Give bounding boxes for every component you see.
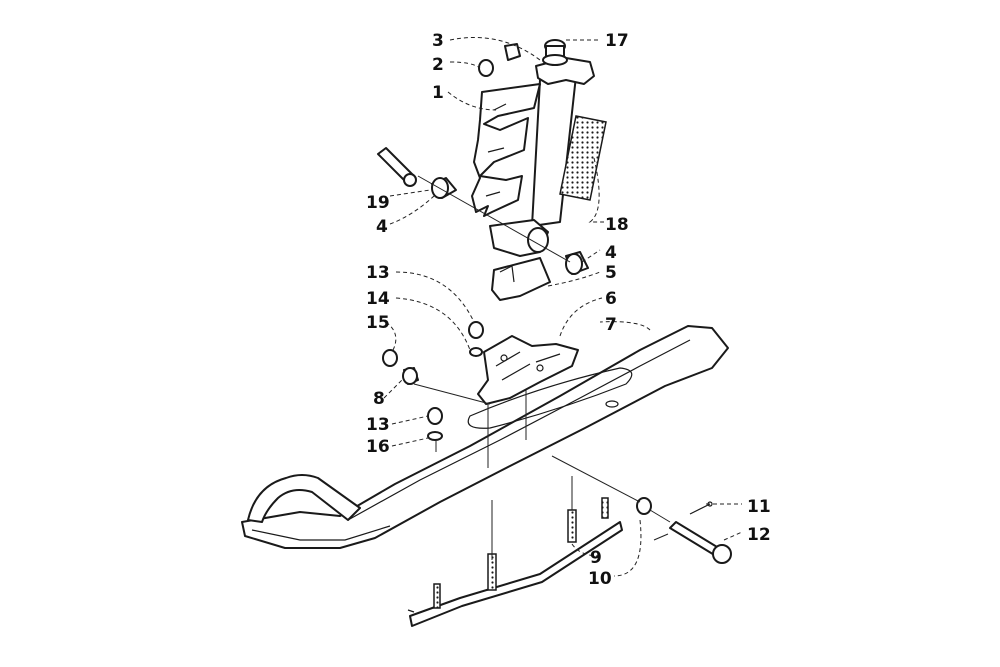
assembly-axes [413, 175, 671, 560]
callout-2: 2 [432, 55, 444, 75]
callout-11: 11 [747, 497, 771, 517]
callout-9: 9 [590, 548, 602, 568]
spindle [471, 75, 577, 257]
bushing-part-2 [478, 59, 494, 77]
wear-bar [407, 497, 623, 627]
callout-14: 14 [366, 289, 390, 309]
spacer-block-part-5 [491, 257, 551, 301]
callout-13-upper: 13 [366, 263, 390, 283]
callout-18: 18 [605, 215, 629, 235]
locknut-part-13-upper [468, 321, 484, 339]
steering-arm [535, 39, 595, 85]
callout-12: 12 [747, 525, 771, 545]
wear-bar-stud-3 [433, 583, 441, 609]
bushing-part-8 [402, 367, 419, 385]
callout-10: 10 [588, 569, 612, 589]
locknut-part-15 [382, 349, 398, 367]
ski [241, 325, 729, 549]
leader-lines [383, 37, 743, 577]
callout-13-lower: 13 [366, 415, 390, 435]
bushing-part-4-right [565, 251, 589, 275]
spindle-pad [559, 115, 607, 201]
callout-15: 15 [366, 313, 390, 333]
callout-4-upper: 4 [376, 217, 388, 237]
callout-4-right: 4 [605, 243, 617, 263]
bolt-part-12 [669, 521, 732, 564]
callout-labels: 3 2 1 17 19 4 18 4 5 6 7 13 14 15 8 13 1… [366, 31, 771, 589]
wear-bar-stud-1 [567, 509, 577, 543]
bushing-part-10 [636, 497, 652, 515]
callout-19: 19 [366, 193, 390, 213]
washer-part-14 [469, 347, 483, 357]
callout-16: 16 [366, 437, 390, 457]
wear-bar-stud-4 [601, 497, 609, 519]
pin-part-19 [377, 147, 417, 187]
callout-17: 17 [605, 31, 629, 51]
callout-7: 7 [605, 315, 617, 335]
locknut-part-13-lower [427, 407, 443, 425]
washer-part-3 [504, 43, 521, 61]
washer-part-16 [427, 431, 443, 441]
callout-1: 1 [432, 83, 444, 103]
callout-3: 3 [432, 31, 444, 51]
callout-8: 8 [373, 389, 385, 409]
callout-5: 5 [605, 263, 617, 283]
ski-saddle [477, 335, 579, 405]
callout-6: 6 [605, 289, 617, 309]
